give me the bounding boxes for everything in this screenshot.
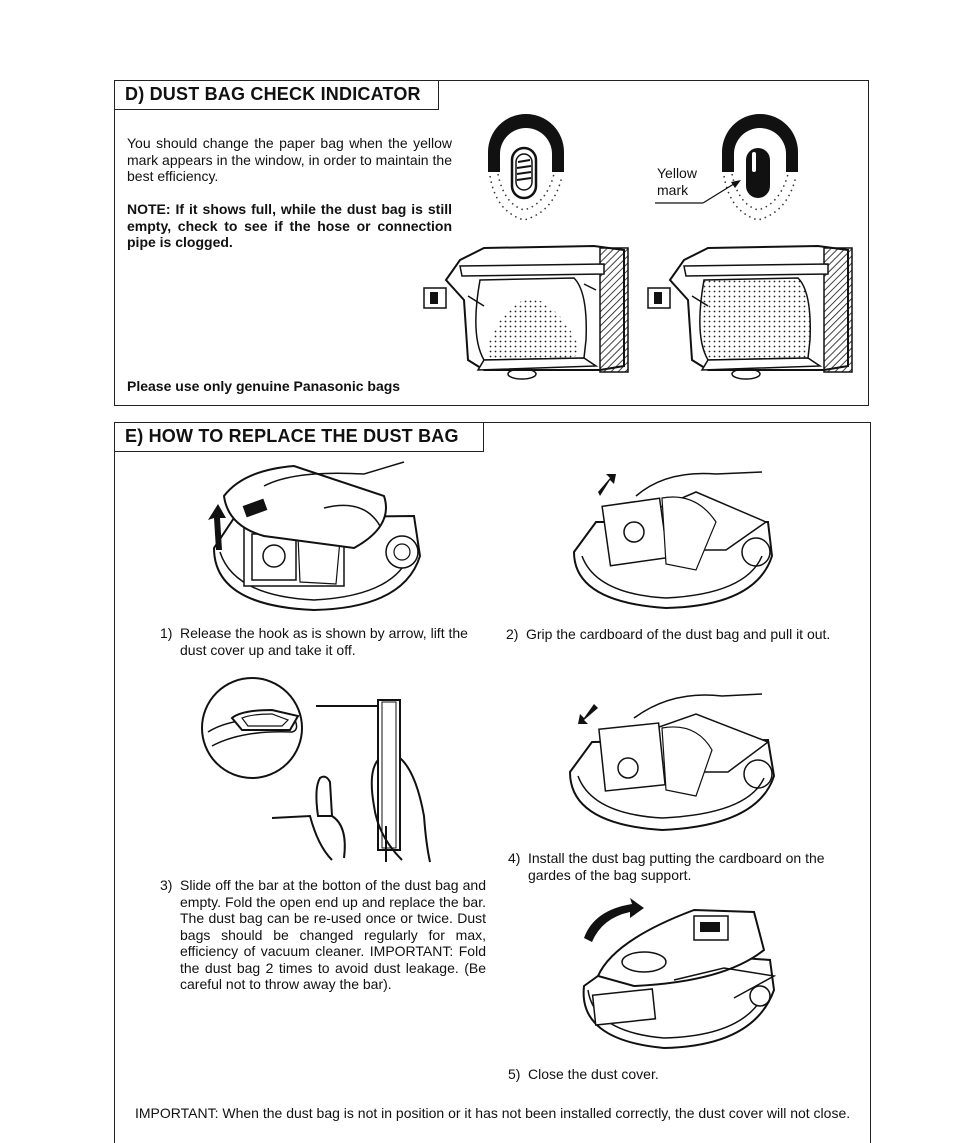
indicator-window-empty-illustration	[488, 114, 564, 232]
step4-text: Install the dust bag putting the cardboa…	[528, 850, 825, 883]
step2-caption: 2) Grip the cardboard of the dust bag an…	[506, 626, 846, 660]
step3-number: 3)	[160, 877, 173, 893]
dust-bag-indicator-section	[114, 80, 869, 406]
dust-bag-indicator-intro: You should change the paper bag when the…	[127, 135, 452, 184]
step4-number: 4)	[508, 850, 521, 866]
step5-caption: 5) Close the dust cover.	[508, 1066, 848, 1084]
step3-text: Slide off the bar at the botton of the d…	[180, 877, 486, 992]
indicator-window-full-illustration	[722, 114, 798, 232]
step1-caption: 1) Release the hook as is shown by arrow…	[160, 625, 490, 659]
step2-pull-bag-illustration	[566, 452, 778, 614]
genuine-bags-notice: Please use only genuine Panasonic bags	[127, 378, 401, 394]
step5-text: Close the dust cover.	[528, 1066, 659, 1082]
step5-close-cover-illustration	[574, 898, 784, 1054]
yellow-mark-leader-line	[655, 180, 741, 210]
step3-caption: 3) Slide off the bar at the botton of th…	[160, 877, 490, 1027]
yellow-mark-label-line1: Yellow	[657, 165, 697, 181]
vacuum-cross-section-empty-illustration	[424, 240, 632, 384]
step3-slide-bar-illustration	[202, 676, 440, 864]
yellow-mark-label-line2: mark	[657, 182, 689, 198]
step5-number: 5)	[508, 1066, 521, 1082]
replace-dust-bag-title: E) HOW TO REPLACE THE DUST BAG	[114, 422, 484, 452]
dust-bag-indicator-note: NOTE: If it shows full, while the dust b…	[127, 201, 452, 250]
vacuum-cross-section-full-illustration	[648, 240, 856, 384]
step2-text: Grip the cardboard of the dust bag and p…	[526, 626, 831, 642]
step4-install-bag-illustration	[562, 678, 780, 834]
replace-dust-bag-section	[114, 422, 871, 1143]
step1-number: 1)	[160, 625, 173, 641]
step1-text: Release the hook as is shown by arrow, l…	[180, 625, 468, 658]
step4-caption: 4) Install the dust bag putting the card…	[508, 850, 848, 884]
important-note: IMPORTANT: When the dust bag is not in p…	[135, 1105, 851, 1121]
step2-number: 2)	[506, 626, 519, 642]
step1-lift-cover-illustration	[208, 456, 430, 616]
dust-bag-indicator-title: D) DUST BAG CHECK INDICATOR	[114, 80, 439, 110]
